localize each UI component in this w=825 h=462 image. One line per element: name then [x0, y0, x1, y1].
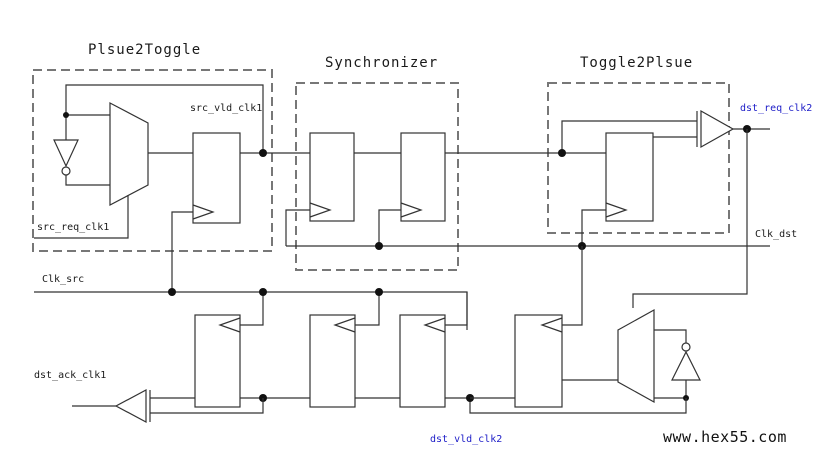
wire-inv-dst-bottom [654, 380, 687, 399]
wire-src-req [34, 195, 129, 239]
toggle2pulse-module-box [547, 82, 730, 234]
buffer-gate-ack [114, 389, 147, 423]
flipflop-dst-ack [514, 314, 563, 408]
junction-clk-dst-1 [375, 242, 383, 250]
junction-clk-src-2 [259, 288, 267, 296]
flipflop-dst-ack-clock [540, 317, 563, 333]
wire-clk-sync1 [285, 209, 310, 246]
dst-req-label: dst_req_clk2 [740, 103, 812, 114]
flipflop-ack-sync-2-clock [423, 317, 446, 333]
junction-ff1-out [259, 149, 267, 157]
flipflop-dst-clock [605, 202, 628, 218]
inverter-dst [671, 350, 701, 381]
flipflop-sync-1-clock [309, 202, 332, 218]
inverter-src [53, 139, 79, 168]
dst-vld-label: dst_vld_clk2 [430, 434, 502, 445]
buffer-gate-dst [700, 109, 735, 149]
pulse2toggle-module-box [32, 69, 273, 252]
clk-dst-label: Clk_dst [755, 229, 797, 240]
wire-clk-dst-ff [581, 209, 606, 246]
src-req-label: src_req_clk1 [37, 222, 109, 233]
flipflop-ack-sync-1 [309, 314, 356, 408]
pulse2toggle-title: Plsue2Toggle [88, 42, 201, 58]
flipflop-sync-2 [400, 132, 446, 222]
flipflop-sync-1 [309, 132, 355, 222]
flipflop-dst [605, 132, 654, 222]
inverter-dst-bubble [681, 342, 691, 352]
toggle2pulse-title: Toggle2Plsue [580, 55, 693, 71]
src-vld-label: src_vld_clk1 [190, 103, 262, 114]
dst-ack-label: dst_ack_clk1 [34, 370, 106, 381]
mux-src [109, 102, 149, 206]
wire-clk-dst-down [562, 246, 583, 326]
flipflop-src-clock [192, 204, 215, 220]
wire-inv-dst-top [654, 329, 687, 343]
flipflop-src [192, 132, 241, 224]
flipflop-ack-sync-2 [399, 314, 446, 408]
wire-t2p-in [561, 120, 697, 153]
wire-dst-req-down [632, 129, 748, 308]
flipflop-ack-src-clock [218, 317, 241, 333]
junction-p2t-top [63, 112, 69, 118]
wire-inv-to-mux [65, 175, 110, 186]
wire-clk-ack-sync-2 [445, 292, 468, 326]
mux-dst [617, 308, 655, 404]
wire-clk-ff1 [171, 211, 193, 292]
wire-ack-src-feed [150, 398, 264, 414]
wire-loop-bottom [445, 397, 687, 414]
synchronizer-module-box [295, 82, 459, 271]
wire-clk-ack-src [240, 292, 264, 326]
inverter-src-bubble [61, 166, 71, 176]
flipflop-ack-src [194, 314, 241, 408]
watermark: www.hex55.com [663, 428, 787, 446]
synchronizer-title: Synchronizer [325, 55, 438, 71]
wire-clk-ack-sync-1 [355, 292, 380, 326]
clk-src-label: Clk_src [42, 274, 84, 285]
junction-t2p-in [558, 149, 566, 157]
junction-clk-src-1 [168, 288, 176, 296]
flipflop-sync-2-clock [400, 202, 423, 218]
wire-clk-sync2 [378, 209, 401, 246]
flipflop-ack-sync-1-clock [333, 317, 356, 333]
junction-clk-src-3 [375, 288, 383, 296]
